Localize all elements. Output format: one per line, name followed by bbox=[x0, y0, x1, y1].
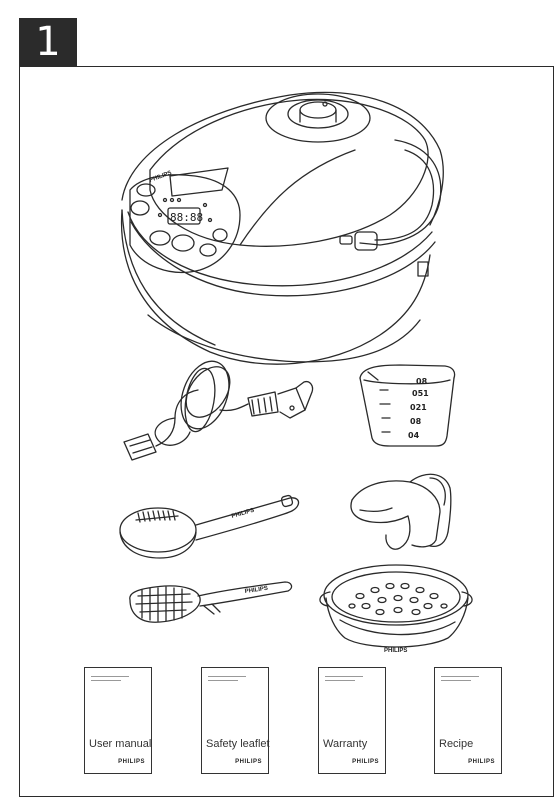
booklet-label: Safety leaflet bbox=[206, 738, 270, 750]
svg-text:PHILIPS: PHILIPS bbox=[149, 170, 173, 184]
booklet-label: Warranty bbox=[323, 738, 368, 750]
power-cord-illustration bbox=[123, 360, 314, 461]
svg-text:PHILIPS: PHILIPS bbox=[231, 508, 255, 520]
booklet-brand: PHILIPS bbox=[118, 759, 145, 765]
oven-glove-illustration bbox=[350, 473, 452, 550]
svg-text:88:88: 88:88 bbox=[170, 211, 203, 224]
booklet-brand: PHILIPS bbox=[352, 759, 379, 765]
booklet-label: Recipe bbox=[439, 738, 474, 750]
rice-spoon-illustration: PHILIPS bbox=[119, 494, 300, 559]
booklet-fine-print bbox=[91, 676, 129, 684]
svg-text:08: 08 bbox=[416, 377, 428, 386]
svg-text:PHILIPS: PHILIPS bbox=[244, 586, 268, 595]
steam-basket-holes bbox=[348, 582, 448, 616]
booklet-fine-print bbox=[208, 676, 246, 684]
display-digits-text: 88:88 bbox=[170, 211, 203, 224]
svg-text:08: 08 bbox=[410, 417, 422, 426]
svg-text:PHILIPS: PHILIPS bbox=[384, 648, 407, 654]
booklet-warranty: Warranty PHILIPS bbox=[318, 667, 386, 774]
soup-ladle-illustration: PHILIPS bbox=[129, 581, 293, 623]
contents-frame bbox=[19, 66, 554, 797]
booklet-brand: PHILIPS bbox=[235, 759, 262, 765]
booklet-user-manual: User manual PHILIPS bbox=[84, 667, 152, 774]
svg-text:021: 021 bbox=[410, 403, 427, 412]
booklet-fine-print bbox=[325, 676, 363, 684]
svg-text:04: 04 bbox=[408, 431, 420, 440]
booklet-recipe: Recipe PHILIPS bbox=[434, 667, 502, 774]
step-number-badge: 1 bbox=[19, 18, 77, 66]
rice-cooker-illustration: 88:88 PHILIPS bbox=[120, 91, 444, 365]
steam-basket-illustration: PHILIPS bbox=[319, 564, 473, 654]
measuring-cup-illustration: 08 051 021 08 04 bbox=[359, 364, 456, 447]
booklet-safety-leaflet: Safety leaflet PHILIPS bbox=[201, 667, 270, 774]
booklet-fine-print bbox=[441, 676, 479, 684]
booklet-label: User manual bbox=[89, 738, 152, 750]
svg-text:051: 051 bbox=[412, 389, 429, 398]
booklet-brand: PHILIPS bbox=[468, 759, 495, 765]
